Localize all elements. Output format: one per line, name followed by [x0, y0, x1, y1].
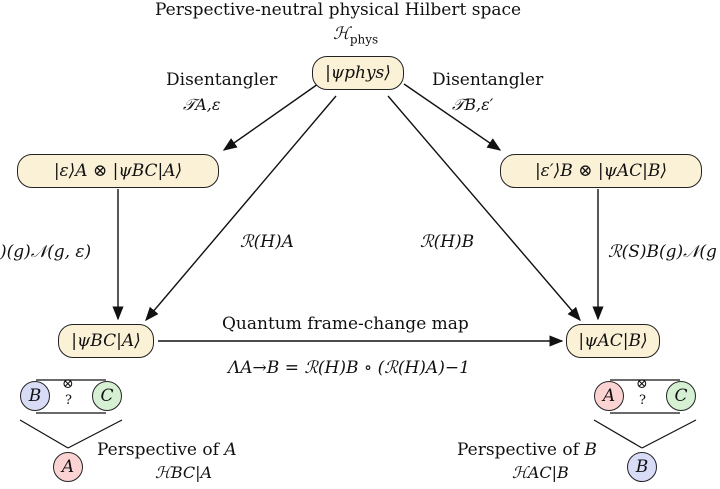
disentangler-right-map: 𝒯B,ε′: [452, 95, 494, 114]
node-right-bottom: |ψAC|B⟩: [566, 324, 660, 358]
hilbert-subscript: phys: [349, 32, 379, 47]
tensor-symbol-left: ⊗: [62, 376, 74, 392]
perspective-left-text: Perspective of A: [97, 440, 237, 460]
system-A-circle-right: A: [594, 381, 624, 411]
disentangler-left-map: 𝒯A,ε: [183, 95, 221, 114]
disentangler-left-label: Disentangler: [166, 70, 278, 90]
system-C-circle-left: C: [92, 381, 122, 411]
perspective-left-system: A: [224, 440, 237, 460]
perspective-right-space: ℋAC|B: [512, 463, 569, 482]
question-mark-right: ?: [639, 393, 646, 408]
perspective-right-text: Perspective of B: [457, 440, 597, 460]
system-A-circle-left: A: [53, 452, 83, 482]
arrow-phys-to-left-top: [222, 83, 319, 151]
system-C-circle-right: C: [666, 381, 696, 411]
edge-label-right-diag: ℛ(H)B: [420, 232, 475, 252]
frame-change-formula: ΛA→B = ℛ(H)B ∘ (ℛ(H)A)−1: [228, 358, 470, 378]
edge-label-left-diag: ℛ(H)A: [240, 232, 294, 252]
arrow-phys-to-left-bottom: [145, 95, 337, 322]
edge-label-left-vertical: )(g)𝒩(g, ε): [0, 242, 92, 262]
frame-change-label: Quantum frame-change map: [222, 314, 469, 334]
perspective-left-space: ℋBC|A: [155, 463, 213, 482]
arrow-phys-to-right-top: [403, 83, 502, 151]
system-B-circle-right: B: [627, 452, 657, 482]
diagram-title: Perspective-neutral physical Hilbert spa…: [155, 0, 522, 20]
question-mark-left: ?: [65, 393, 72, 408]
perspective-wedge-left-b: [67, 419, 123, 449]
system-B-circle-left: B: [20, 381, 50, 411]
node-left-top: |ε⟩A ⊗ |ψBC|A⟩: [17, 154, 219, 188]
perspective-right-label: Perspective of: [457, 440, 579, 460]
node-psi-phys: |ψphys⟩: [312, 56, 404, 90]
perspective-wedge-left-a: [19, 419, 69, 449]
hilbert-symbol: ℋ: [333, 24, 350, 44]
perspective-wedge-right-a: [593, 419, 643, 449]
hilbert-space-phys: ℋphys: [333, 24, 378, 46]
edge-label-right-vertical: ℛ(S)B(g)𝒩(g: [608, 242, 717, 262]
perspective-left-label: Perspective of: [97, 440, 219, 460]
perspective-wedge-right-b: [641, 419, 697, 449]
node-right-top: |ε′⟩B ⊗ |ψAC|B⟩: [500, 154, 702, 188]
perspective-right-system: B: [584, 440, 597, 460]
arrow-phys-to-right-bottom: [387, 95, 581, 322]
tensor-symbol-right: ⊗: [636, 376, 648, 392]
disentangler-right-label: Disentangler: [432, 70, 544, 90]
node-left-bottom: |ψBC|A⟩: [58, 324, 154, 358]
